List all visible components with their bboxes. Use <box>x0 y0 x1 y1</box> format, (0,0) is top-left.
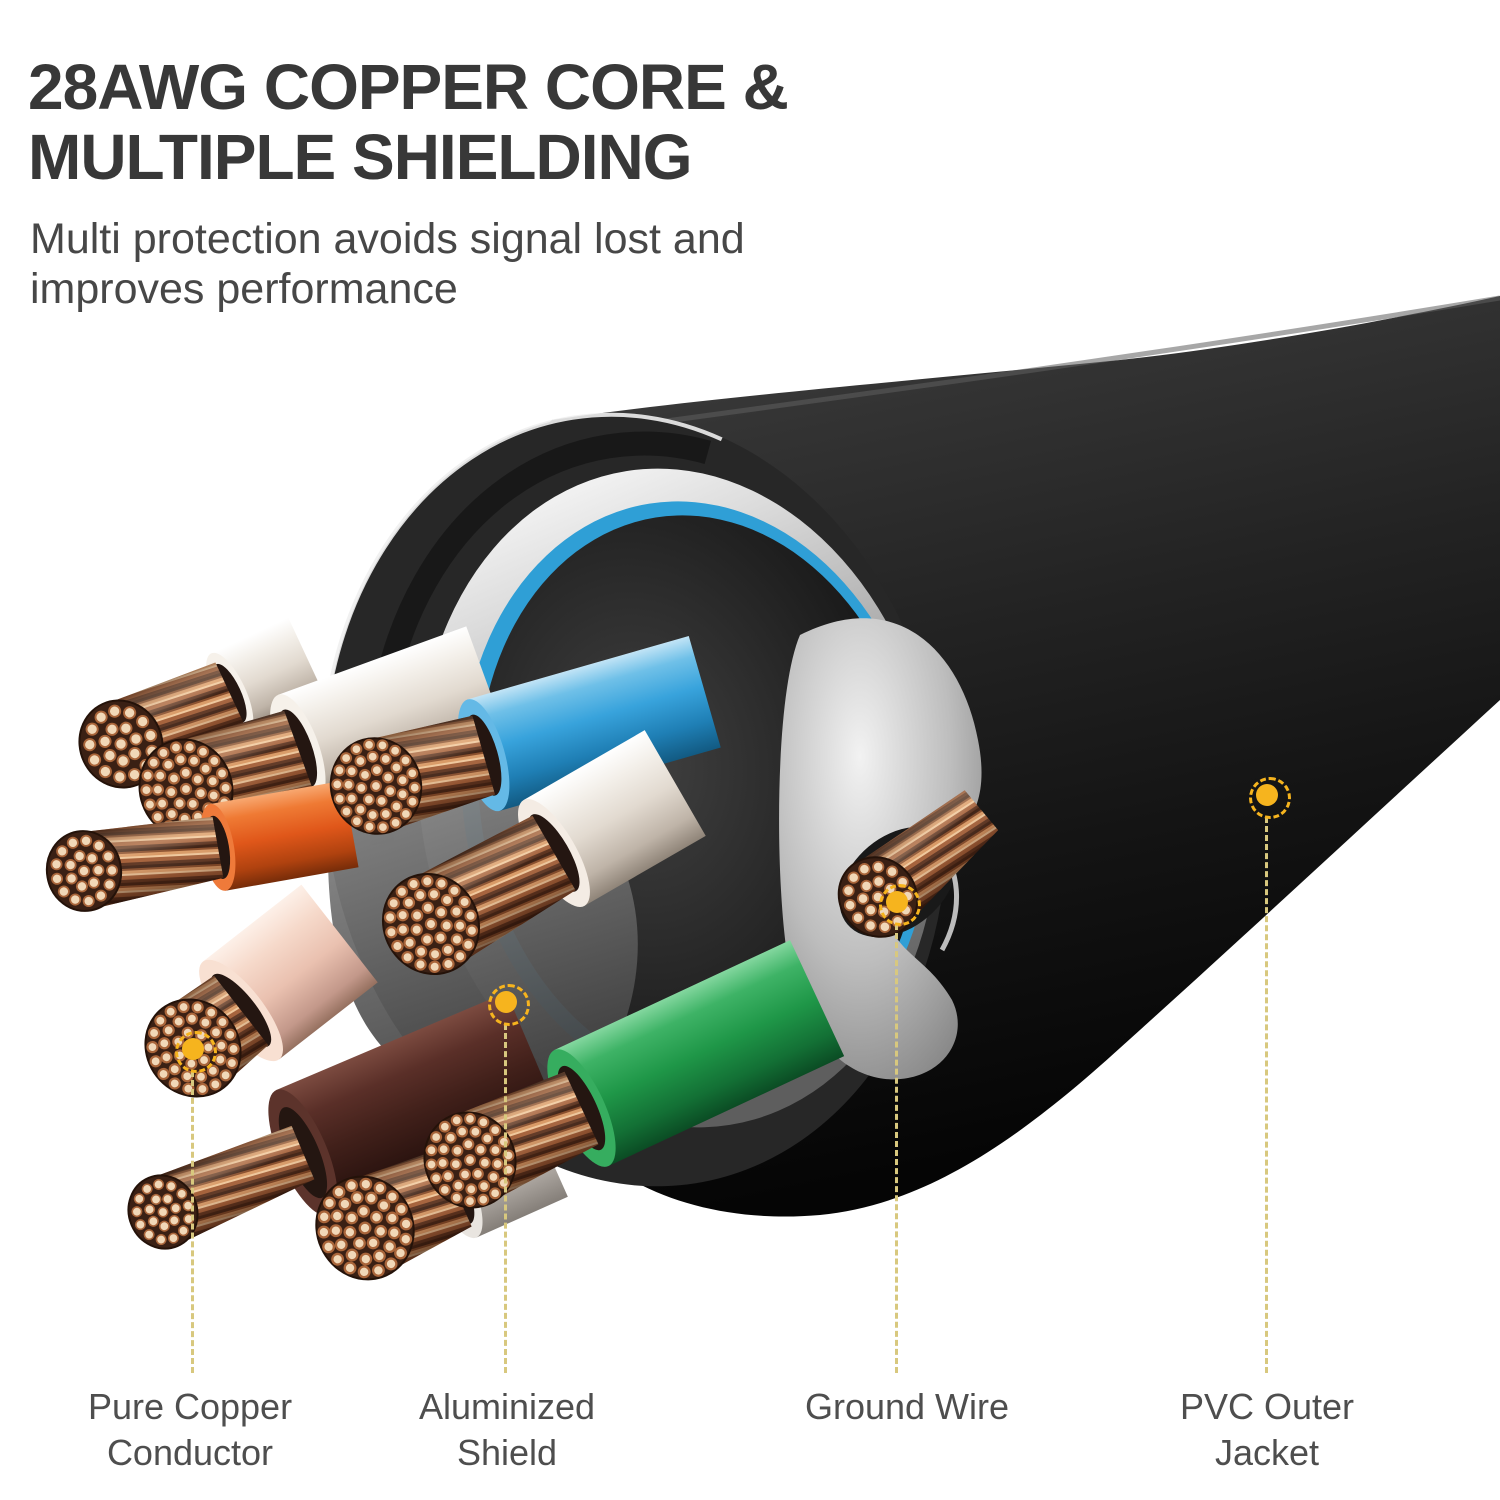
wire-white-hidden <box>78 617 326 789</box>
wire-green <box>423 940 845 1209</box>
callout-line-ground-wire <box>895 924 898 1373</box>
callout-ring-aluminized-shield <box>488 984 530 1026</box>
callout-line-aluminized-shield <box>504 1024 507 1373</box>
callout-label-ground-wire: Ground Wire <box>737 1384 1077 1430</box>
title-line-1: 28AWG COPPER CORE & <box>28 51 789 123</box>
callout-label-line: Pure Copper <box>87 1386 293 1427</box>
callout-label-pure-copper: Pure Copper Conductor <box>20 1384 360 1476</box>
callout-line-pure-copper <box>191 1071 194 1373</box>
header: 28AWG COPPER CORE & MULTIPLE SHIELDING M… <box>28 51 789 314</box>
page-title: 28AWG COPPER CORE & MULTIPLE SHIELDING <box>28 51 789 193</box>
wire-pink <box>144 884 378 1098</box>
callout-ring-ground-wire <box>879 884 921 926</box>
callout-label-line: Jacket <box>1214 1432 1320 1473</box>
callout-label-line: PVC Outer <box>1179 1386 1355 1427</box>
wire-brown <box>127 992 560 1250</box>
wire-blue <box>329 635 721 835</box>
page-subtitle: Multi protection avoids signal lost and … <box>30 214 788 314</box>
wire-white-middle <box>381 730 706 976</box>
callout-dot-aluminized-shield <box>495 991 517 1013</box>
callout-dot-pure-copper <box>182 1038 204 1060</box>
callout-dot-pvc-jacket <box>1256 784 1278 806</box>
callout-label-line: Aluminized <box>418 1386 596 1427</box>
title-line-2: MULTIPLE SHIELDING <box>28 121 692 193</box>
callout-ring-pvc-jacket <box>1249 777 1291 819</box>
callout-label-line: Ground Wire <box>804 1386 1010 1427</box>
callout-label-aluminized-shield: Aluminized Shield <box>337 1384 677 1476</box>
subtitle-line-1: Multi protection avoids signal lost and <box>30 215 745 263</box>
wire-orange <box>45 780 359 912</box>
callout-label-line: Conductor <box>106 1432 274 1473</box>
callout-dot-ground-wire <box>886 891 908 913</box>
callout-ring-pure-copper <box>175 1031 217 1073</box>
subtitle-line-2: improves performance <box>30 265 458 313</box>
callout-line-pvc-jacket <box>1265 817 1268 1373</box>
callout-label-line: Shield <box>456 1432 558 1473</box>
callout-label-pvc-jacket: PVC Outer Jacket <box>1097 1384 1437 1476</box>
wire-white-top <box>138 626 506 840</box>
